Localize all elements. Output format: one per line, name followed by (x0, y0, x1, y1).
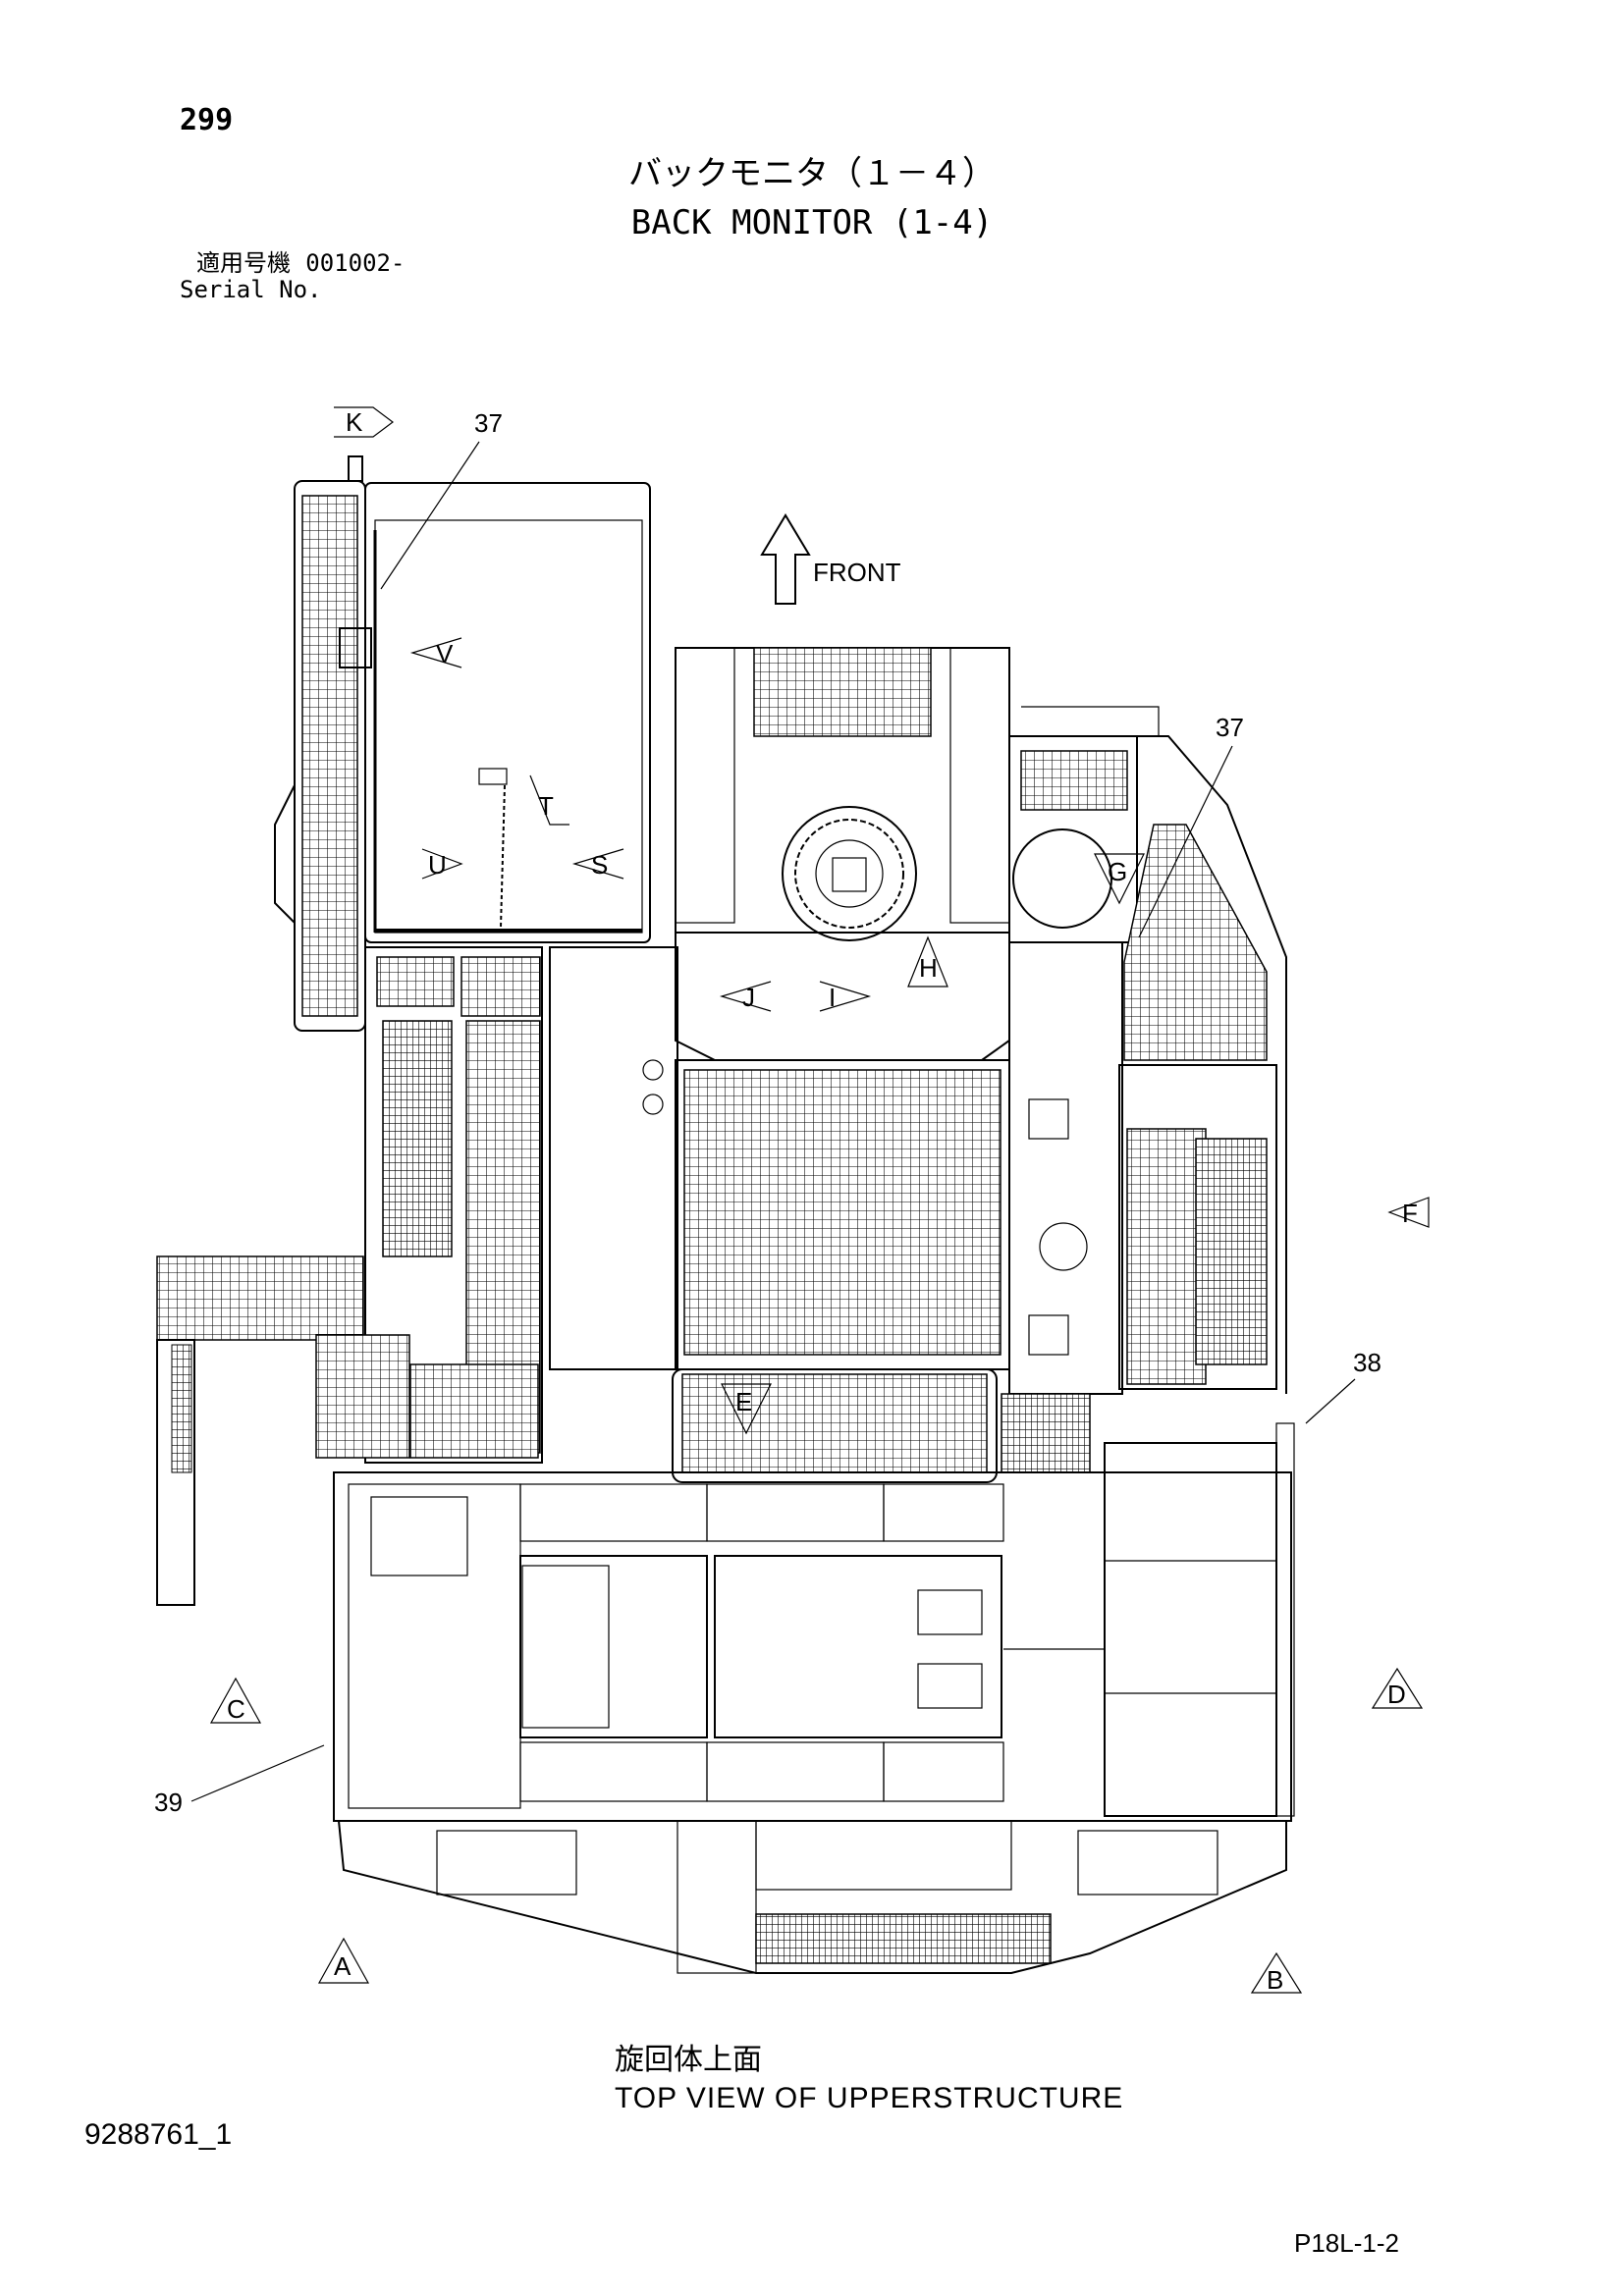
serial-value: 001002- (305, 249, 406, 277)
svg-text:E: E (735, 1387, 752, 1416)
svg-text:I: I (829, 983, 836, 1012)
svg-text:K: K (346, 407, 363, 437)
svg-text:39: 39 (154, 1788, 183, 1817)
serial-label-japanese: 適用号機 001002- (196, 251, 405, 275)
view-marker-t: T (529, 774, 569, 826)
view-marker-b: B (1250, 1951, 1303, 1995)
swing-bearing-area (675, 647, 1010, 1061)
engine-cover (549, 941, 1123, 1483)
right-walkway (1118, 1064, 1277, 1390)
view-marker-d: D (1371, 1667, 1424, 1709)
svg-text:J: J (742, 983, 755, 1012)
svg-text:G: G (1108, 857, 1127, 886)
title-english: BACK MONITOR (1-4) (630, 203, 994, 242)
svg-text:F: F (1402, 1199, 1418, 1228)
svg-text:S: S (591, 850, 608, 880)
left-steps (156, 946, 543, 1606)
serial-label-jp: 適用号機 (196, 249, 291, 277)
caption-japanese: 旋回体上面 (615, 2043, 762, 2077)
callout-37-top: 37 (380, 408, 503, 590)
page-number: 299 (180, 103, 234, 137)
view-marker-j: J (719, 981, 772, 1012)
top-left-enclosure (364, 482, 651, 943)
svg-text:H: H (919, 953, 938, 983)
counterweight (337, 1820, 1287, 1974)
callout-37-right: 37 (1138, 713, 1244, 938)
caption-english: TOP VIEW OF UPPERSTRUCTURE (615, 2082, 1124, 2114)
view-marker-a: A (317, 1937, 370, 1984)
view-marker-g: G (1094, 853, 1145, 905)
front-arrow: FRONT (760, 513, 901, 605)
view-marker-e: E (721, 1383, 772, 1435)
callout-38: 38 (1305, 1348, 1381, 1424)
view-marker-u: U (421, 848, 463, 880)
view-marker-c: C (209, 1677, 262, 1724)
svg-text:37: 37 (474, 408, 503, 438)
title-japanese: バックモニタ（１－４） (628, 154, 996, 193)
view-marker-i: I (819, 981, 872, 1012)
view-marker-f: F (1387, 1197, 1430, 1228)
view-marker-s: S (571, 848, 624, 880)
view-marker-k: K (334, 406, 394, 438)
serial-label-english: Serial No. (180, 276, 322, 303)
front-label: FRONT (813, 558, 901, 587)
svg-text:C: C (227, 1694, 245, 1724)
callout-39: 39 (154, 1744, 325, 1817)
svg-text:U: U (428, 850, 447, 880)
svg-text:37: 37 (1216, 713, 1244, 742)
svg-text:T: T (538, 791, 554, 821)
svg-text:A: A (334, 1951, 352, 1981)
svg-text:38: 38 (1353, 1348, 1381, 1377)
svg-text:V: V (436, 639, 454, 668)
view-marker-h: H (907, 935, 948, 988)
page-code: P18L-1-2 (1294, 2228, 1399, 2258)
document-number: 9288761_1 (84, 2118, 233, 2151)
svg-text:B: B (1267, 1965, 1283, 1995)
view-marker-v: V (409, 637, 462, 668)
left-walkway (274, 455, 372, 1032)
svg-text:D: D (1387, 1680, 1406, 1709)
